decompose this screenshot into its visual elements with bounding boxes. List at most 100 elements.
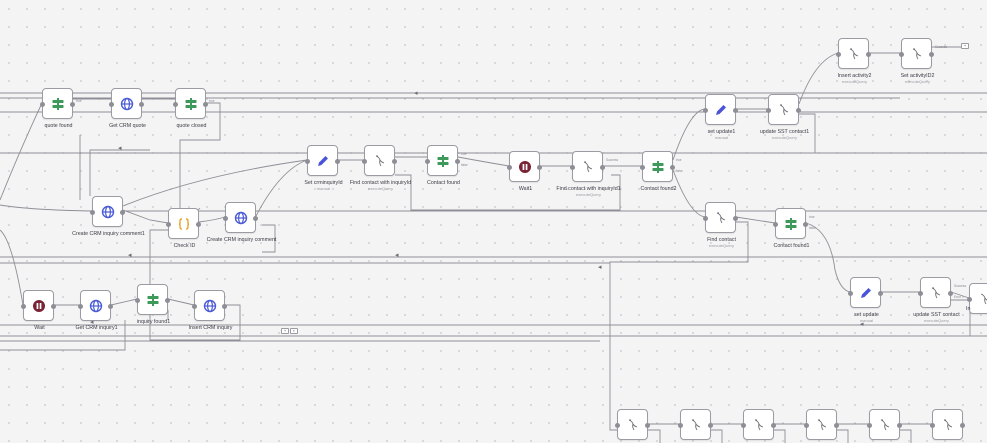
- output-handle[interactable]: [70, 102, 75, 107]
- node-contact-found1[interactable]: Contact found1: [773, 208, 809, 249]
- input-handle[interactable]: [507, 165, 512, 170]
- connection-line[interactable]: [179, 102, 221, 208]
- input-handle[interactable]: [930, 423, 935, 428]
- input-handle[interactable]: [40, 102, 45, 107]
- output-handle[interactable]: [866, 52, 871, 57]
- connection-line[interactable]: [711, 429, 723, 443]
- output-handle[interactable]: [537, 165, 542, 170]
- connection-line[interactable]: [110, 298, 138, 306]
- output-handle[interactable]: [960, 423, 965, 428]
- connection-line[interactable]: [198, 216, 226, 223]
- node-quote-found[interactable]: quote found: [40, 88, 75, 129]
- input-handle[interactable]: [570, 165, 575, 170]
- node-create-crm-inquiry-comment[interactable]: Create CRM inquiry comment: [207, 202, 276, 243]
- node-wait[interactable]: Wait: [21, 290, 56, 331]
- input-handle[interactable]: [773, 222, 778, 227]
- output-handle[interactable]: [120, 210, 125, 215]
- node-contact-found[interactable]: Contact found: [425, 145, 460, 186]
- connection-line[interactable]: [255, 159, 308, 217]
- connection-line[interactable]: [774, 429, 786, 443]
- input-handle[interactable]: [135, 298, 140, 303]
- connection-line[interactable]: [167, 298, 195, 306]
- connection-line[interactable]: [0, 204, 93, 212]
- connection-line[interactable]: [805, 222, 851, 293]
- input-handle[interactable]: [21, 304, 26, 309]
- input-handle[interactable]: [703, 108, 708, 113]
- input-handle[interactable]: [678, 423, 683, 428]
- output-handle[interactable]: [196, 222, 201, 227]
- output-handle[interactable]: [897, 423, 902, 428]
- node-inquiry-found1[interactable]: inquiry found1: [135, 284, 170, 325]
- node-get-crm-inquiry1[interactable]: Get CRM inquiry1: [75, 290, 118, 331]
- node-wait1[interactable]: Wait1: [507, 151, 542, 192]
- input-handle[interactable]: [967, 297, 972, 302]
- output-handle[interactable]: [455, 159, 460, 164]
- node-get-crm-quote[interactable]: Get CRM quote: [109, 88, 146, 129]
- output-handle[interactable]: [803, 222, 808, 227]
- output-handle[interactable]: [948, 291, 953, 296]
- connection-line[interactable]: [609, 221, 749, 431]
- node-bottom-db-3[interactable]: [741, 409, 776, 440]
- input-handle[interactable]: [640, 165, 645, 170]
- connection-line[interactable]: [735, 216, 776, 224]
- connection-line[interactable]: [122, 209, 169, 224]
- output-handle[interactable]: [645, 423, 650, 428]
- node-create-crm-inquiry-comment1[interactable]: Create CRM inquiry comment1: [72, 196, 145, 237]
- output-handle[interactable]: [878, 291, 883, 296]
- connection-line[interactable]: [648, 429, 661, 443]
- input-handle[interactable]: [305, 159, 310, 164]
- output-handle[interactable]: [733, 216, 738, 221]
- output-handle[interactable]: [165, 298, 170, 303]
- node-insert-crm-inquiry[interactable]: Insert CRM inquiry: [189, 290, 232, 331]
- connection-line[interactable]: [0, 320, 126, 351]
- connection-line[interactable]: [672, 169, 706, 218]
- edge-add-button[interactable]: +: [961, 43, 969, 49]
- connection-line[interactable]: [900, 429, 912, 443]
- input-handle[interactable]: [918, 291, 923, 296]
- input-handle[interactable]: [109, 102, 114, 107]
- edge-add-button[interactable]: +: [281, 328, 289, 334]
- input-handle[interactable]: [804, 423, 809, 428]
- node-check-id[interactable]: Check ID: [166, 208, 201, 249]
- connection-line[interactable]: [837, 429, 849, 443]
- connection-line[interactable]: [89, 149, 150, 196]
- output-handle[interactable]: [834, 423, 839, 428]
- output-handle[interactable]: [771, 423, 776, 428]
- input-handle[interactable]: [703, 216, 708, 221]
- node-bottom-db-2[interactable]: [678, 409, 713, 440]
- input-handle[interactable]: [192, 304, 197, 309]
- connection-line[interactable]: [799, 113, 816, 153]
- node-insert-partial[interactable]: In: [966, 283, 987, 314]
- node-bottom-db-4[interactable]: [804, 409, 839, 440]
- input-handle[interactable]: [166, 222, 171, 227]
- output-handle[interactable]: [670, 165, 675, 170]
- node-bottom-db-5[interactable]: [867, 409, 902, 440]
- output-handle[interactable]: [203, 102, 208, 107]
- output-handle[interactable]: [51, 304, 56, 309]
- edge-delete-button[interactable]: ▪: [290, 328, 298, 334]
- node-bottom-db-6[interactable]: [930, 409, 965, 440]
- input-handle[interactable]: [867, 423, 872, 428]
- connection-line[interactable]: [122, 159, 308, 207]
- input-handle[interactable]: [615, 423, 620, 428]
- connection-line[interactable]: [395, 174, 621, 211]
- input-handle[interactable]: [223, 216, 228, 221]
- input-handle[interactable]: [899, 52, 904, 57]
- input-handle[interactable]: [173, 102, 178, 107]
- input-handle[interactable]: [836, 52, 841, 57]
- node-quote-closed[interactable]: quote closed: [173, 88, 208, 129]
- output-handle[interactable]: [796, 108, 801, 113]
- output-handle[interactable]: [253, 216, 258, 221]
- output-handle[interactable]: [392, 159, 397, 164]
- output-handle[interactable]: [929, 52, 934, 57]
- output-handle[interactable]: [600, 165, 605, 170]
